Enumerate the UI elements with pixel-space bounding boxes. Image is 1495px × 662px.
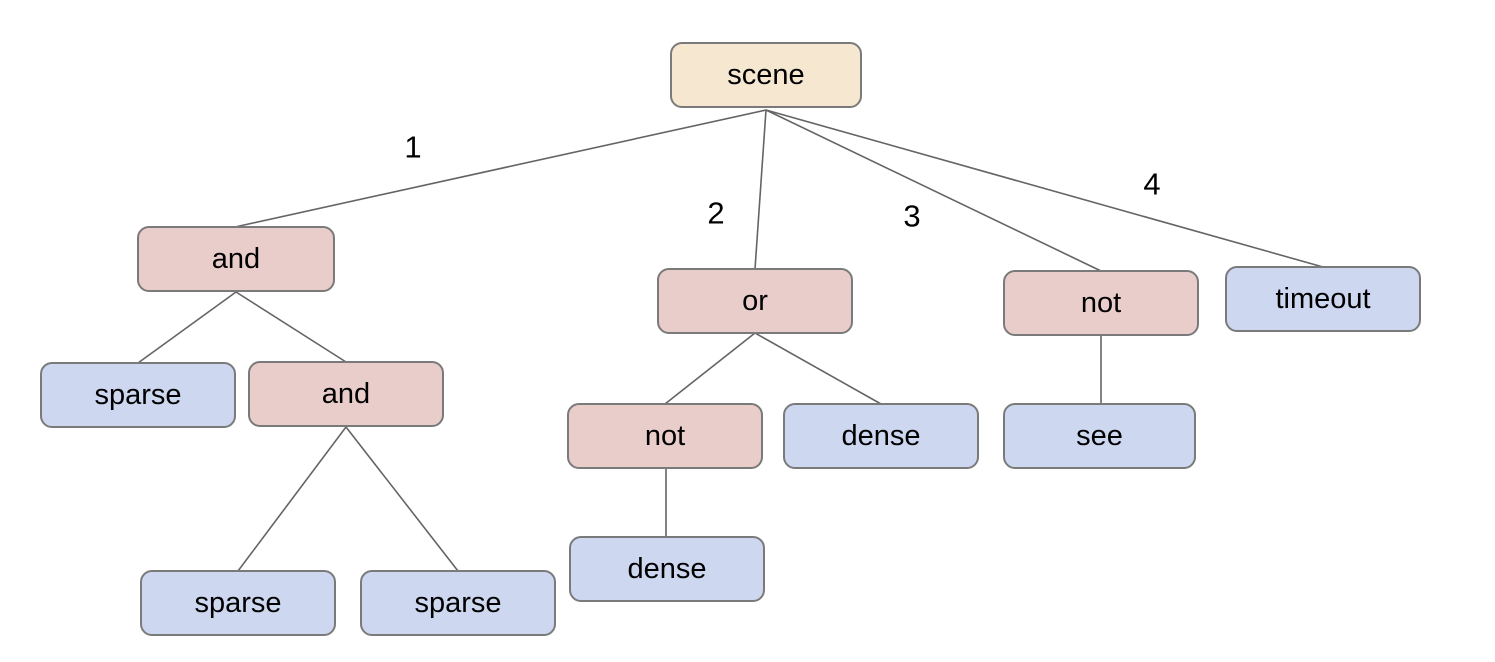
node-scene: scene bbox=[670, 42, 862, 108]
node-dense-2: dense bbox=[569, 536, 765, 602]
edge-or-not2 bbox=[664, 332, 756, 405]
node-sparse-2: sparse bbox=[140, 570, 336, 636]
node-and-2: and bbox=[248, 361, 444, 427]
node-timeout: timeout bbox=[1225, 266, 1421, 332]
node-not-1: not bbox=[1003, 270, 1199, 336]
edge-scene-timeout bbox=[765, 109, 1324, 268]
edge-and1-sparse1 bbox=[137, 291, 237, 364]
edge-label-2: 2 bbox=[707, 195, 725, 231]
edge-scene-not1 bbox=[765, 109, 1102, 272]
edge-label-1: 1 bbox=[404, 129, 422, 165]
edge-label-4: 4 bbox=[1143, 166, 1161, 202]
edge-scene-and1 bbox=[234, 109, 767, 228]
node-or: or bbox=[657, 268, 853, 334]
edge-and2-sparse2 bbox=[237, 426, 347, 572]
edge-label-3: 3 bbox=[903, 198, 921, 234]
edge-or-dense1 bbox=[754, 332, 882, 405]
node-see: see bbox=[1003, 403, 1196, 469]
node-not-2: not bbox=[567, 403, 763, 469]
node-sparse-3: sparse bbox=[360, 570, 556, 636]
edge-and1-and2 bbox=[235, 291, 347, 363]
edge-and2-sparse3 bbox=[345, 426, 459, 572]
node-and-1: and bbox=[137, 226, 335, 292]
node-sparse-1: sparse bbox=[40, 362, 236, 428]
edge-scene-or bbox=[754, 109, 767, 270]
node-dense-1: dense bbox=[783, 403, 979, 469]
